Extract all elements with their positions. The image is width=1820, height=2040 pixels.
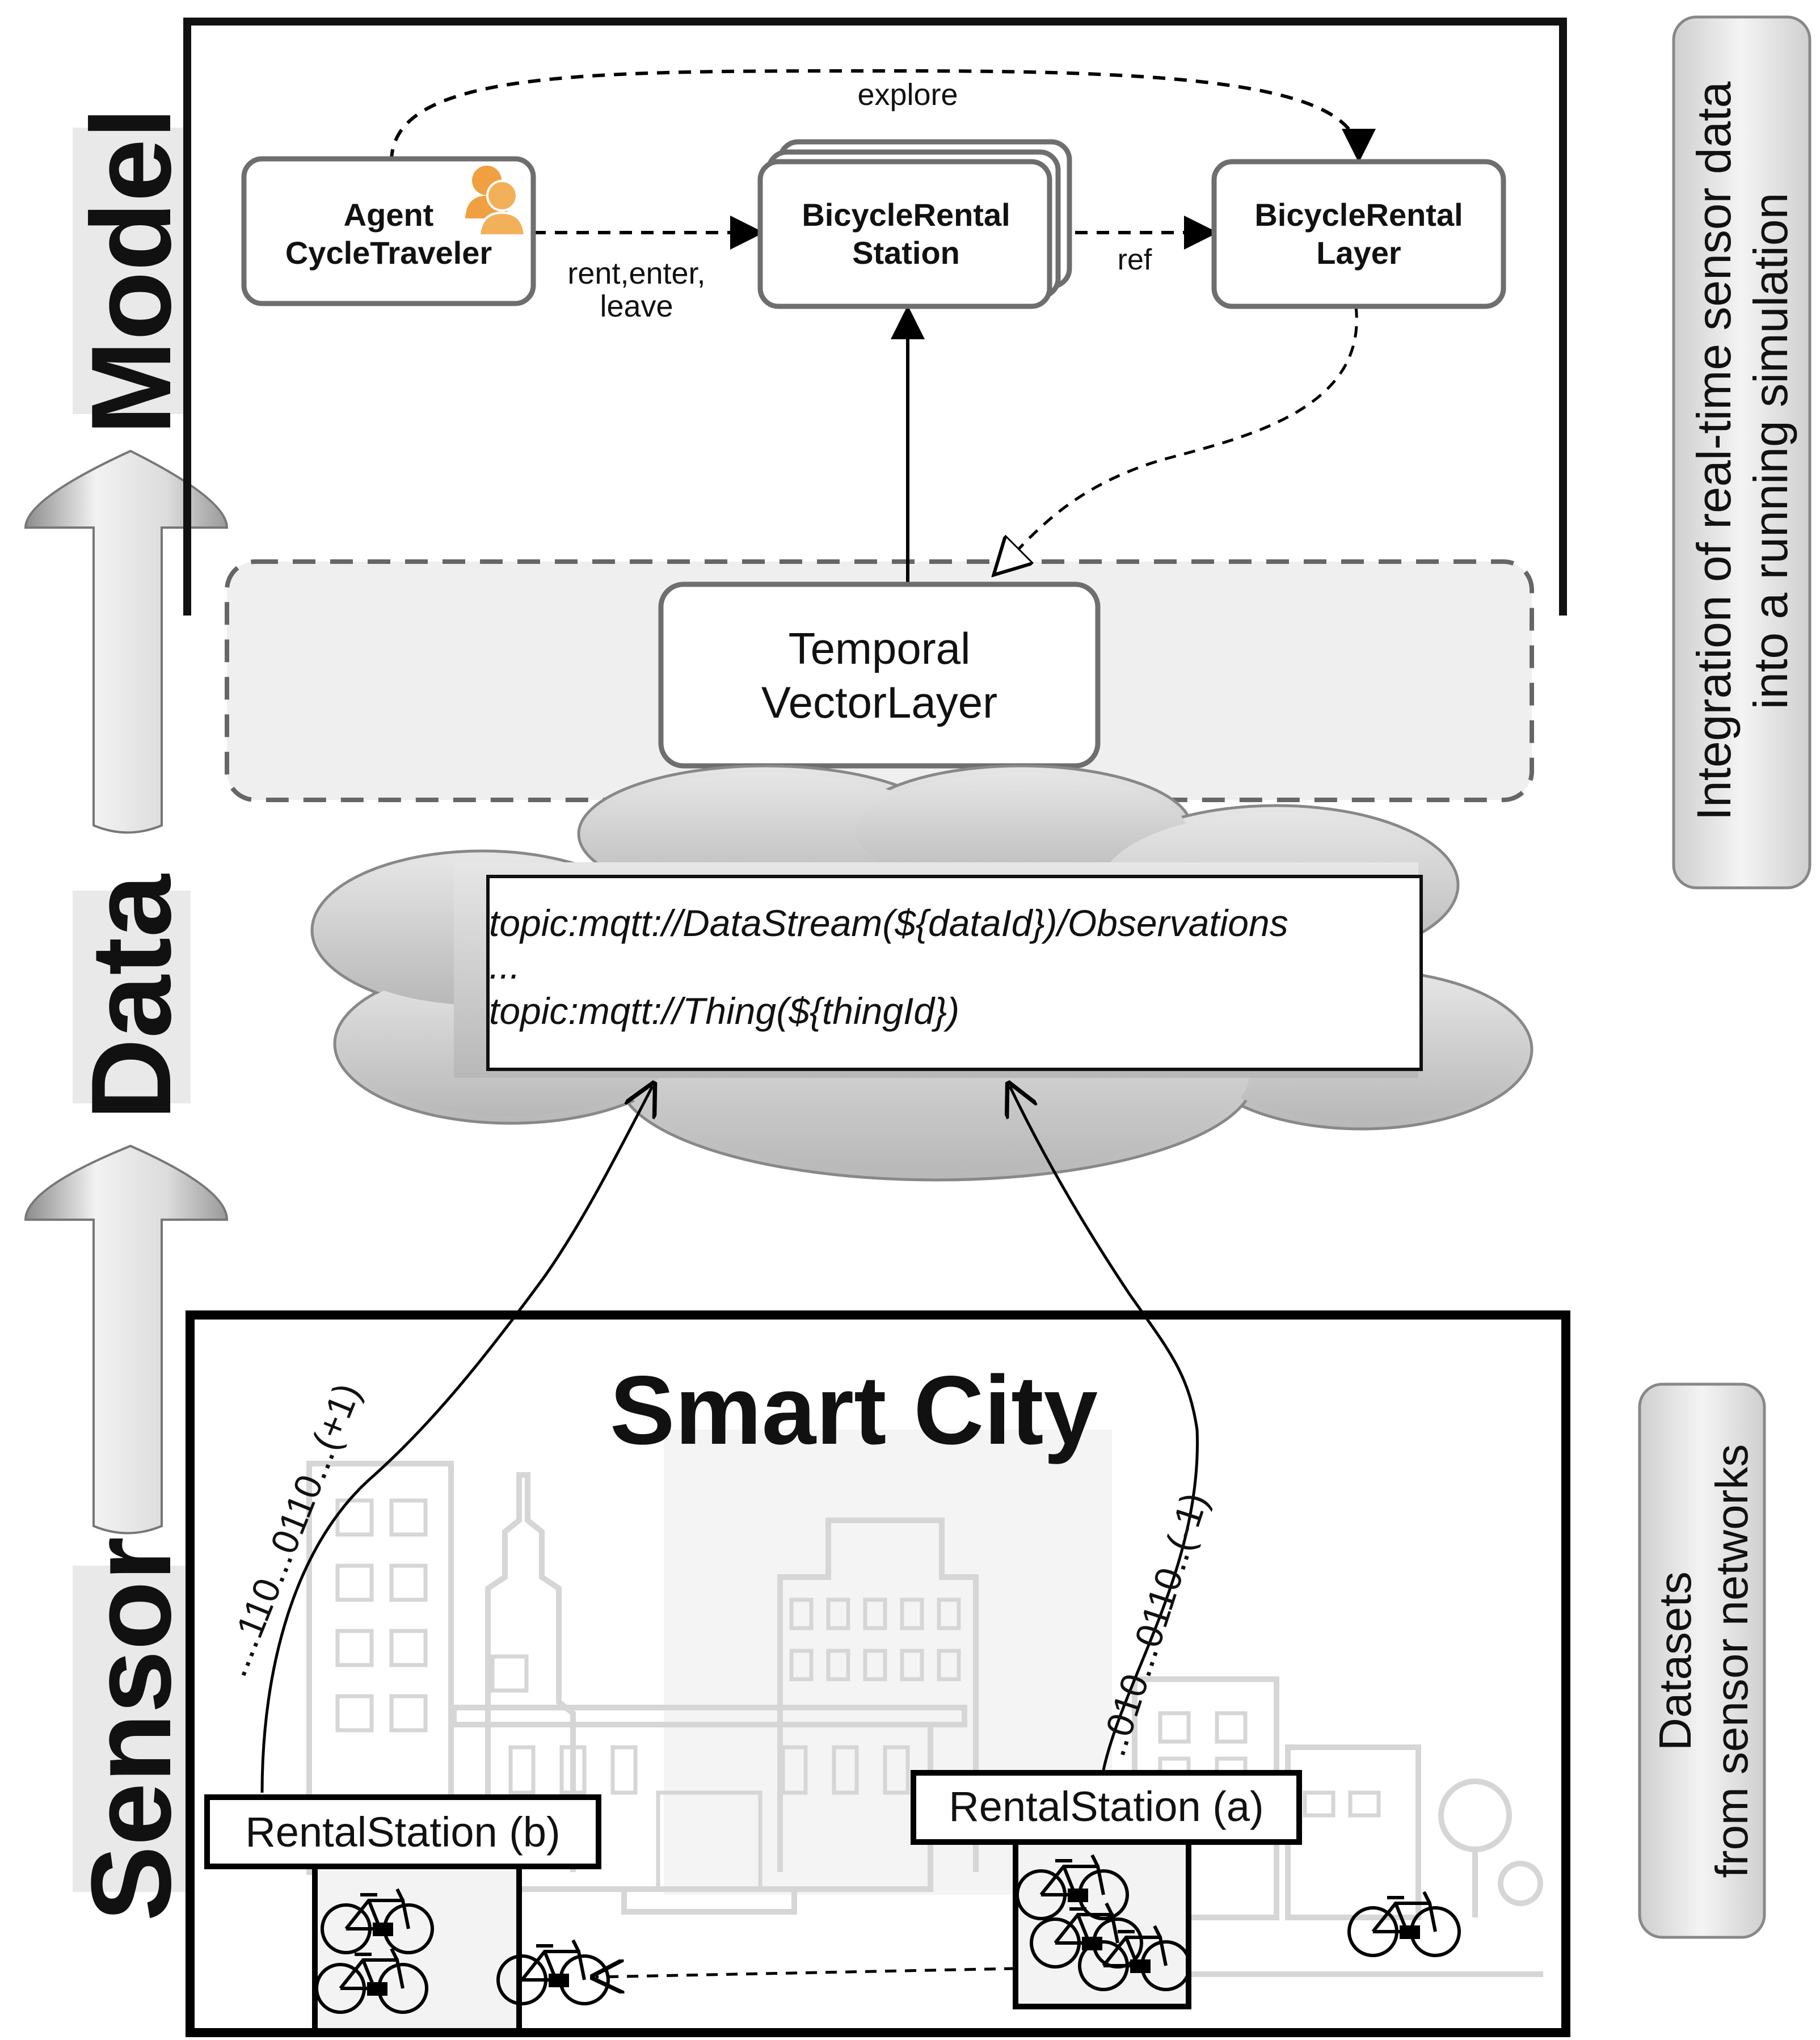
agent-node: Agent CycleTraveler xyxy=(241,156,536,306)
rental-station-b-label: RentalStation (b) xyxy=(245,1809,560,1856)
layer-label-line2: Layer xyxy=(1316,235,1401,271)
agent-label-line1: Agent xyxy=(344,197,434,233)
stream-path-b xyxy=(260,1086,652,1793)
rental-station-a: RentalStation (a) xyxy=(911,1770,1302,2009)
bicycles xyxy=(315,1854,1461,2014)
edge-ref-label: ref xyxy=(1118,243,1152,276)
layer-label-line1: BicycleRental xyxy=(1254,197,1463,233)
agent-label-line2: CycleTraveler xyxy=(285,235,492,271)
model-edges: explore rent,enter, leave ref xyxy=(390,69,1376,607)
temporal-label-line2: VectorLayer xyxy=(761,677,997,727)
layer-labels: Model Data Sensor xyxy=(68,107,195,1921)
edge-explore-label: explore xyxy=(857,78,958,112)
note-datasets-line2: from sensor networks xyxy=(1707,1444,1757,1878)
note-datasets: Datasets from sensor networks xyxy=(1638,1383,1766,1939)
topic-line2: ... xyxy=(489,945,520,987)
up-arrow-upper xyxy=(24,449,229,834)
data-label: Data xyxy=(68,873,195,1120)
bike-transfer-arrow xyxy=(596,1969,1016,1977)
note-integration-line1: Integration of real-time sensor data xyxy=(1687,81,1741,820)
edge-inherits xyxy=(996,306,1358,573)
smart-city-title: Smart City xyxy=(610,1356,1098,1465)
bicycle-icon xyxy=(1016,1854,1129,1920)
temporal-node: Temporal VectorLayer xyxy=(658,581,1101,769)
sensor-label: Sensor xyxy=(68,1537,195,1921)
bicycle-icon xyxy=(1347,1891,1461,1957)
station-label-line2: Station xyxy=(852,235,960,271)
edge-explore xyxy=(390,69,1376,163)
data-cloud: topic:mqtt://DataStream(${dataId})/Obser… xyxy=(310,764,1533,1182)
bicycle-icon xyxy=(496,1939,610,2005)
station-node: BicycleRental Station xyxy=(757,139,1072,309)
layer-node: BicycleRental Layer xyxy=(1211,159,1506,309)
bicycle-icon xyxy=(321,1888,434,1954)
topic-line1: topic:mqtt://DataStream(${dataId})/Obser… xyxy=(489,902,1288,944)
edge-rent-label-line2: leave xyxy=(600,289,673,323)
rental-station-a-label: RentalStation (a) xyxy=(949,1783,1263,1830)
topic-line3: topic:mqtt://Thing(${thingId}) xyxy=(489,990,959,1032)
stream-path-a xyxy=(1010,1086,1199,1771)
edge-rent-label-line1: rent,enter, xyxy=(567,256,705,290)
up-arrow-lower xyxy=(24,1144,229,1535)
note-datasets-line1: Datasets xyxy=(1650,1571,1700,1751)
temporal-label-line1: Temporal xyxy=(789,623,971,673)
note-integration: Integration of real-time sensor data int… xyxy=(1672,15,1811,890)
rental-station-b: RentalStation (b) xyxy=(204,1794,601,2034)
note-integration-line2: into a running simulation xyxy=(1744,193,1797,710)
model-label: Model xyxy=(68,107,195,435)
bicycle-icon xyxy=(315,1948,428,2014)
person-group-icon xyxy=(465,166,526,237)
station-label-line1: BicycleRental xyxy=(802,197,1010,233)
topic-box xyxy=(486,875,1423,1071)
model-frame xyxy=(183,18,1567,616)
bicycle-icon xyxy=(1078,1925,1191,1991)
